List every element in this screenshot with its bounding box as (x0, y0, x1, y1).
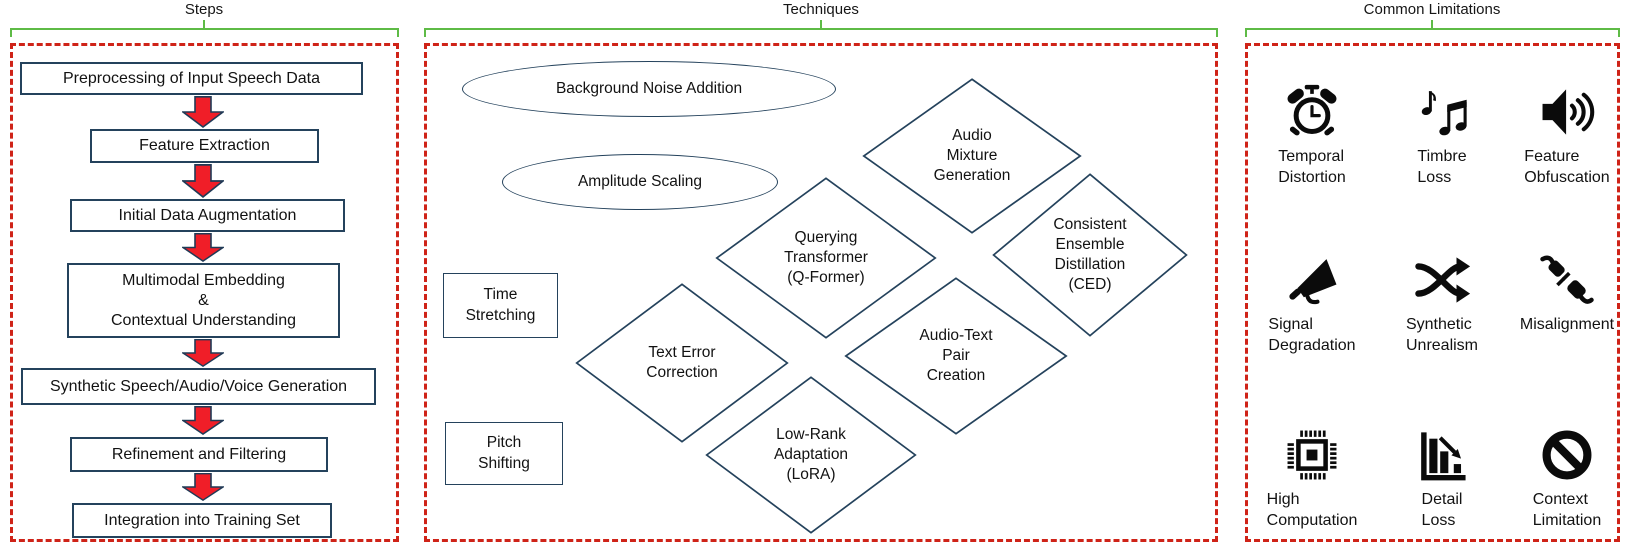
technique-rect: Pitch Shifting (445, 422, 563, 485)
limitation-item: Timbre Loss (1377, 83, 1507, 189)
techniques-bracket-tick (820, 20, 822, 29)
limitation-label: Temporal Distortion (1278, 148, 1346, 186)
down-arrow-icon (182, 96, 224, 128)
limitation-label: Detail Loss (1421, 491, 1463, 529)
flow-step-box: Initial Data Augmentation (70, 199, 345, 232)
limitations-section-title: Common Limitations (1363, 1, 1501, 18)
technique-ellipse: Background Noise Addition (462, 61, 836, 117)
limitation-item: Temporal Distortion (1247, 83, 1377, 189)
unplugged-icon (1540, 255, 1594, 304)
alarm-clock-icon (1287, 84, 1337, 136)
flow-step-box: Integration into Training Set (72, 503, 332, 538)
techniques-panel (424, 43, 1218, 542)
technique-diamond-label: Low-Rank Adaptation (LoRA) (773, 425, 849, 484)
limitations-bracket-tick (1431, 20, 1433, 29)
shuffle-arrows-icon (1415, 257, 1471, 303)
prohibited-icon (1542, 430, 1592, 480)
technique-diamond-label: Consistent Ensemble Distillation (CED) (1053, 215, 1127, 294)
techniques-bracket (424, 28, 1218, 37)
limitation-label: Timbre Loss (1417, 148, 1467, 186)
limitation-label: Synthetic Unrealism (1405, 316, 1478, 354)
limitation-item: Feature Obfuscation (1502, 83, 1627, 189)
techniques-section-title: Techniques (783, 1, 859, 18)
flow-step-box: Refinement and Filtering (70, 437, 328, 472)
technique-diamond-label: Audio-Text Pair Creation (919, 326, 993, 385)
technique-diamond: Low-Rank Adaptation (LoRA) (705, 376, 917, 534)
down-arrow-icon (182, 406, 224, 435)
limitation-label: Feature Obfuscation (1524, 148, 1610, 186)
limitation-item: High Computation (1247, 426, 1377, 532)
limitation-label: High Computation (1266, 491, 1358, 529)
technique-rect: Time Stretching (443, 273, 558, 338)
limitation-item: Detail Loss (1377, 426, 1507, 532)
down-arrow-icon (182, 233, 224, 262)
technique-diamond: Consistent Ensemble Distillation (CED) (992, 173, 1188, 337)
limitation-item: Misalignment (1502, 251, 1627, 336)
declining-chart-icon (1421, 432, 1466, 481)
technique-diamond: Audio Mixture Generation (862, 78, 1082, 234)
steps-section-title: Steps (184, 1, 224, 18)
technique-diamond: Text Error Correction (575, 283, 789, 443)
limitation-label: Signal Degradation (1268, 316, 1356, 354)
steps-panel (10, 43, 399, 542)
technique-ellipse: Amplitude Scaling (502, 154, 778, 210)
down-arrow-icon (182, 473, 224, 501)
technique-diamond-label: Text Error Correction (646, 343, 718, 381)
speaker-sound-icon (1542, 89, 1595, 135)
megaphone-icon (1289, 259, 1337, 305)
technique-diamond-label: Querying Transformer (Q-Former) (784, 228, 868, 287)
cpu-chip-icon (1287, 430, 1337, 480)
technique-diamond-label: Audio Mixture Generation (933, 126, 1011, 185)
down-arrow-icon (182, 164, 224, 198)
down-arrow-icon (182, 339, 224, 367)
limitation-label: Context Limitation (1532, 491, 1602, 529)
limitation-item: Signal Degradation (1247, 251, 1377, 357)
limitation-item: Context Limitation (1502, 426, 1627, 532)
flow-step-box: Feature Extraction (90, 129, 319, 163)
flow-step-box: Synthetic Speech/Audio/Voice Generation (21, 368, 376, 405)
limitation-item: Synthetic Unrealism (1377, 251, 1507, 357)
flow-step-box: Multimodal Embedding & Contextual Unders… (67, 263, 340, 338)
steps-bracket (10, 28, 399, 37)
flow-step-box: Preprocessing of Input Speech Data (20, 62, 363, 95)
steps-bracket-tick (203, 20, 205, 29)
limitation-label: Misalignment (1519, 316, 1615, 333)
limitations-panel (1245, 43, 1620, 542)
limitations-bracket (1245, 28, 1620, 37)
technique-diamond: Querying Transformer (Q-Former) (715, 177, 937, 339)
technique-diamond: Audio-Text Pair Creation (844, 277, 1068, 435)
music-notes-icon (1421, 91, 1467, 136)
